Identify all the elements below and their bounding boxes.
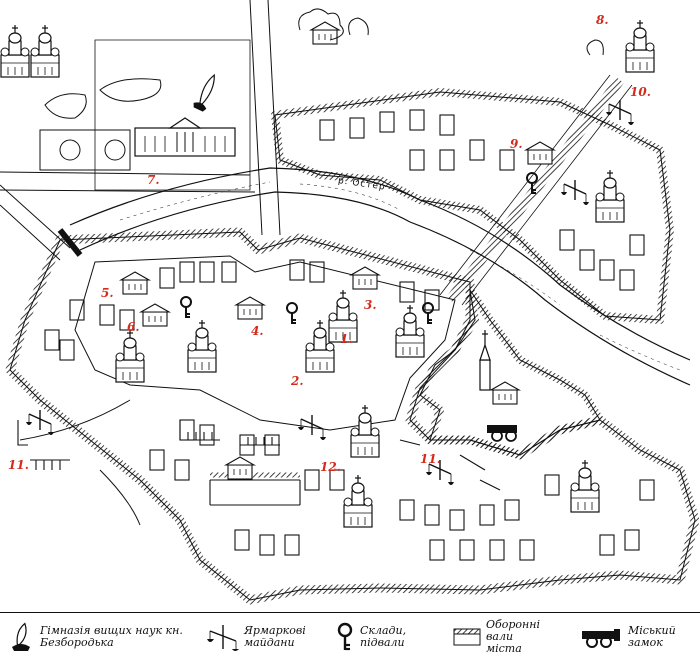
- building-9-icon: [525, 141, 555, 165]
- gymnasium-quill-icon: [193, 73, 215, 112]
- cathedral-12-icon: [350, 404, 380, 458]
- legend-text-fairs: Ярмаркові майдани: [244, 624, 306, 649]
- river-oster: [69, 167, 691, 386]
- building-5-icon: [120, 271, 150, 295]
- legend-item-gymnasium: Гімназія вищих наук кн. Безбородька: [6, 621, 190, 653]
- legend-item-fairs: Ярмаркові майдани: [206, 621, 320, 653]
- building-small-icon: [140, 303, 170, 327]
- marker-3: 3.: [364, 298, 377, 312]
- legend-item-castle: Міський замок: [580, 621, 694, 653]
- scales-icon: [207, 625, 239, 651]
- marker-6: 6.: [127, 320, 140, 334]
- legend-text-castle: Міський замок: [628, 624, 676, 649]
- trees: [298, 8, 604, 56]
- fair-center-icon: [297, 414, 327, 441]
- church-northwest-icon: [30, 24, 60, 78]
- castle-building-icon: [490, 381, 520, 405]
- marker-11-west: 11.: [8, 458, 29, 472]
- landmark-buildings: [0, 19, 655, 528]
- marker-9: 9.: [510, 137, 523, 151]
- legend-text-gymnasium: Гімназія вищих наук кн. Безбородька: [40, 624, 183, 649]
- fair-11-west-icon: [25, 409, 55, 436]
- fair-castle-icon: [560, 179, 590, 206]
- building-north-icon: [310, 21, 340, 45]
- marker-12: 12.: [320, 460, 341, 474]
- building-4-small-icon: [235, 296, 265, 320]
- legend-text-warehouses: Склади, підвали: [360, 624, 407, 649]
- belltower-icon: [343, 474, 373, 528]
- warehouse-key-2-icon: [286, 302, 298, 325]
- legend-text-ramparts: Оборонні вали міста: [486, 618, 541, 655]
- warehouse-key-1-icon: [180, 296, 192, 319]
- church-castle-icon: [595, 169, 625, 223]
- rampart-icon: [453, 628, 481, 646]
- city-map: [0, 0, 700, 605]
- gymnasium-complex: [39, 39, 251, 191]
- marker-8: 8.: [596, 13, 609, 27]
- marker-7: 7.: [147, 173, 160, 187]
- church-4-icon: [187, 319, 217, 373]
- map-legend: Гімназія вищих наук кн. Безбородька Ярма…: [0, 612, 700, 659]
- trade-rows: [17, 420, 501, 506]
- church-6-icon: [115, 329, 145, 383]
- castle-tower-icon: [479, 330, 491, 391]
- legend-item-warehouses: Склади, підвали: [334, 621, 422, 653]
- quill-pen-icon: [12, 622, 30, 651]
- marker-4: 4.: [251, 324, 264, 338]
- church-8-icon: [625, 19, 655, 73]
- building-south-icon: [225, 456, 255, 480]
- church-northwest-2-icon: [0, 24, 30, 78]
- castle-cannon-icon: [487, 425, 517, 442]
- cannon-icon: [582, 629, 620, 648]
- marker-5: 5.: [101, 286, 114, 300]
- city-ramparts: [5, 88, 700, 605]
- legend-item-ramparts: Оборонні вали міста: [452, 618, 550, 655]
- building-3-icon: [350, 266, 380, 290]
- key-icon: [337, 622, 353, 651]
- marker-11-east: 11.: [420, 452, 441, 466]
- church-southeast-icon: [570, 459, 600, 513]
- marker-10: 10.: [630, 85, 651, 99]
- marker-2: 2.: [291, 374, 304, 388]
- marker-1: 1.: [340, 332, 353, 346]
- church-3-icon: [395, 304, 425, 358]
